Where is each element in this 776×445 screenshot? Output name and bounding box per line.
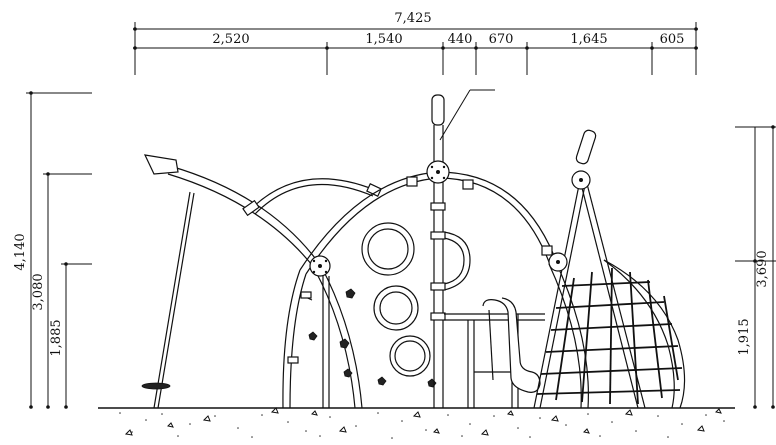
left-joint <box>309 255 331 277</box>
climbing-holds <box>308 288 437 388</box>
portholes <box>361 222 471 377</box>
dim-segment-2: 1,540 <box>365 32 402 47</box>
dim-segment-4: 670 <box>489 32 514 47</box>
dim-segment-1: 2,520 <box>212 32 249 47</box>
center-mast <box>426 89 495 408</box>
swing-pole <box>141 191 195 409</box>
dim-segment-6: 605 <box>660 32 685 47</box>
dim-height-low-left: 1,885 <box>49 319 64 356</box>
curved-top-bar <box>143 154 363 409</box>
dim-height-total-right: 3,690 <box>755 250 770 287</box>
dim-height-mid-left: 3,080 <box>31 273 46 310</box>
dim-segment-5: 1,645 <box>570 32 607 47</box>
climbing-panel <box>287 276 437 408</box>
dim-height-total-left: 4,140 <box>13 233 28 270</box>
ground <box>98 407 735 439</box>
upper-arc-left <box>242 178 382 217</box>
right-height-dimensions: 3,690 1,915 <box>735 125 776 409</box>
dim-overall-width: 7,425 <box>394 11 431 26</box>
top-dimensions: 7,425 2,520 1,540 440 670 1,645 605 <box>133 11 698 75</box>
platform-and-slide <box>444 297 545 408</box>
a-frame <box>533 129 646 409</box>
dim-segment-3: 440 <box>448 32 473 47</box>
dim-height-low-right: 1,915 <box>737 318 752 355</box>
climbing-net <box>536 259 686 409</box>
left-height-dimensions: 4,140 3,080 1,885 <box>13 91 92 409</box>
